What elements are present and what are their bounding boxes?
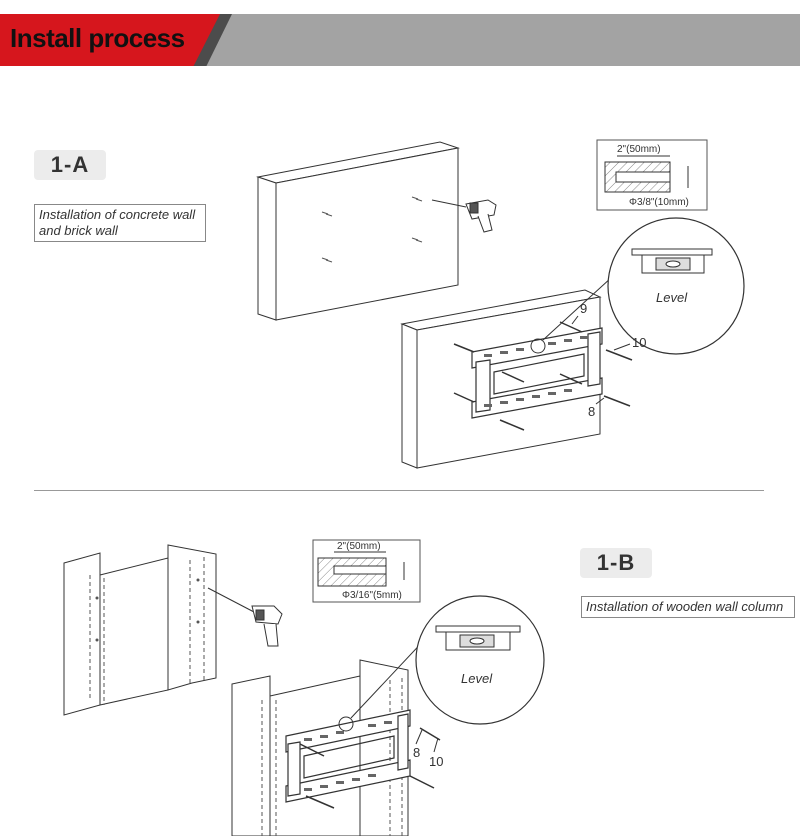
stud-hidden-lines [89,557,205,705]
section-divider [34,490,764,491]
step-badge-1b: 1-B [580,548,652,578]
part-number-8-a: 8 [588,404,595,419]
step-description-1b: Installation of wooden wall column [581,596,795,618]
hole-detail-a [596,139,708,211]
drill-icon [431,199,497,233]
leader-8-b [415,729,423,745]
part-number-8-b: 8 [413,745,420,760]
step-description-1a-line1: Installation of concrete wall [39,207,196,222]
part-number-9: 9 [580,301,587,316]
step-description-1a-line2: and brick wall [39,223,118,238]
hole-depth-a: 2"(50mm) [617,144,661,155]
part-number-10-b: 10 [429,754,443,769]
callout-leader-a [542,276,613,341]
step-badge-1a: 1-A [34,150,106,180]
leader-10-a [613,343,631,351]
hole-detail-b [312,539,421,603]
level-label-b: Level [461,671,493,686]
level-icon [607,217,745,355]
part-number-10-a: 10 [632,335,646,350]
hole-diameter-b: Φ3/16"(5mm) [342,590,402,601]
step-description-1a: Installation of concrete wall and brick … [34,204,206,242]
wooden-wall-column-bottom [231,659,409,836]
drill-holes-top [321,196,423,263]
leader-9 [571,315,579,325]
callout-leader-b [350,635,429,719]
leader-10-b [433,737,439,753]
wooden-wall-column-top [63,544,217,716]
pilot-holes-b [95,578,200,642]
page-title: Install process [10,23,185,53]
bracket-slots-b [304,721,392,791]
bracket-slots-a [484,336,588,407]
level-callout-point-a [530,338,546,354]
drill-icon-b [207,587,283,647]
concrete-wall-top [256,141,460,321]
lag-bolts-b [299,727,441,809]
hole-depth-b: 2"(50mm) [337,541,381,552]
leader-8-a [595,397,605,405]
lag-bolts-a [453,321,633,431]
level-icon-b [415,595,545,725]
level-label-a: Level [656,290,688,305]
hole-diameter-a: Φ3/8"(10mm) [629,197,689,208]
level-callout-point-b [338,716,354,732]
banner-accent [0,14,220,66]
header-banner: Install process [0,14,800,66]
